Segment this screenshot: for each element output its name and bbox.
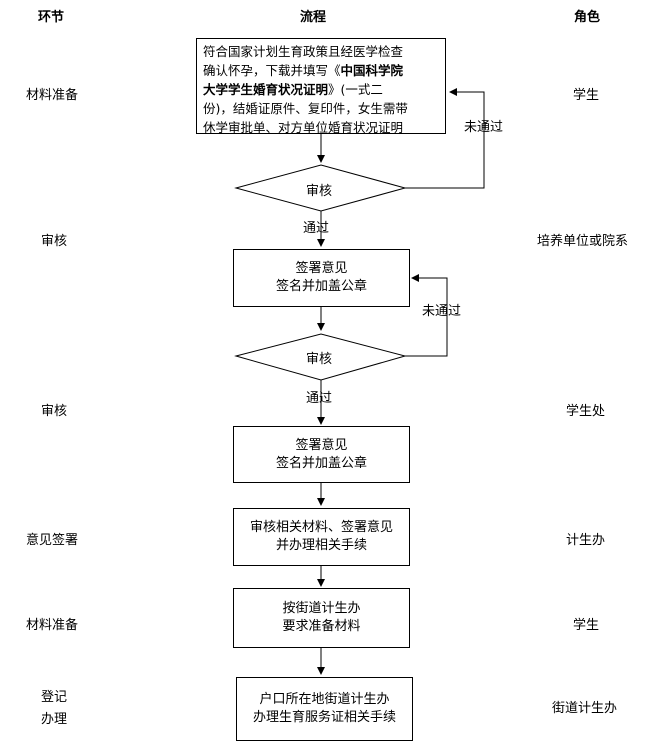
role-label-family-planning-office: 计生办 — [566, 533, 606, 548]
material-prep-line3-text: 》(一式二 — [328, 82, 383, 97]
material-prep-line5: 休学审批单、对方单位婚育状况证明 — [203, 120, 404, 135]
review-diamond-2-label: 审核 — [306, 352, 333, 367]
review-materials-box: 审核相关材料、签署意见 并办理相关手续 — [233, 508, 410, 566]
material-prep-line3: 大学学生婚育状况证明》(一式二 — [203, 80, 439, 99]
street-office-procedure-line1: 户口所在地街道计生办 — [259, 692, 390, 707]
sign-opinion-box-2-line2: 签名并加盖公章 — [275, 455, 367, 471]
prepare-materials-box: 按街道计生办 要求准备材料 — [233, 588, 410, 648]
stage-label-review-1: 审核 — [41, 234, 68, 249]
role-label-street-office: 街道计生办 — [552, 701, 618, 716]
sign-opinion-box-2: 签署意见 签名并加盖公章 — [233, 426, 410, 483]
pass-label-1: 通过 — [303, 221, 330, 236]
review-diamond-1-label: 审核 — [306, 184, 333, 199]
material-prep-line2-bold: 中国科学院 — [340, 63, 404, 78]
fail-label-1: 未通过 — [464, 120, 504, 135]
prepare-materials-line1: 按街道计生办 — [282, 601, 361, 616]
role-label-training-unit: 培养单位或院系 — [537, 234, 629, 249]
stage-label-review-2: 审核 — [41, 404, 68, 419]
review-diamond-2 — [234, 333, 407, 381]
fail-label-2: 未通过 — [422, 304, 462, 319]
process-column-header: 流程 — [300, 10, 327, 25]
stage-label-material-prep-2: 材料准备 — [26, 618, 79, 633]
review-diamond-1 — [234, 164, 407, 212]
sign-opinion-box-1: 签署意见 签名并加盖公章 — [233, 249, 410, 307]
stage-label-register-line2: 办理 — [41, 712, 68, 727]
prepare-materials-line2: 要求准备材料 — [282, 619, 361, 634]
sign-opinion-box-1-line2: 签名并加盖公章 — [275, 279, 367, 294]
role-label-student-2: 学生 — [573, 618, 600, 633]
role-label-student: 学生 — [573, 88, 600, 103]
material-prep-line1: 符合国家计划生育政策且经医学检查 — [203, 44, 404, 59]
material-prep-line2-text: 确认怀孕，下载并填写《 — [203, 63, 341, 78]
street-office-procedure-line2: 办理生育服务证相关手续 — [252, 710, 396, 725]
sign-opinion-box-1-line1: 签署意见 — [295, 261, 348, 276]
stage-label-register-line1: 登记 — [41, 690, 68, 705]
review-materials-line2: 并办理相关手续 — [275, 538, 367, 553]
material-prep-line4: 份)，结婚证原件、复印件，女生需带 — [203, 101, 408, 116]
street-office-procedure-box: 户口所在地街道计生办 办理生育服务证相关手续 — [236, 677, 413, 741]
stage-label-opinion-sign: 意见签署 — [26, 533, 79, 548]
role-column-header: 角色 — [574, 10, 601, 25]
material-prep-line2: 确认怀孕，下载并填写《中国科学院 — [203, 61, 439, 80]
material-prep-box: 符合国家计划生育政策且经医学检查 确认怀孕，下载并填写《中国科学院 大学学生婚育… — [196, 38, 446, 135]
sign-opinion-box-2-line1: 签署意见 — [295, 437, 348, 453]
review-materials-line1: 审核相关材料、签署意见 — [249, 520, 393, 535]
stage-label-material-prep: 材料准备 — [26, 88, 79, 103]
role-label-student-office: 学生处 — [566, 404, 606, 419]
pass-label-2: 通过 — [306, 391, 333, 406]
material-prep-line3-bold: 大学学生婚育状况证明 — [203, 82, 329, 97]
stage-column-header: 环节 — [38, 10, 65, 25]
